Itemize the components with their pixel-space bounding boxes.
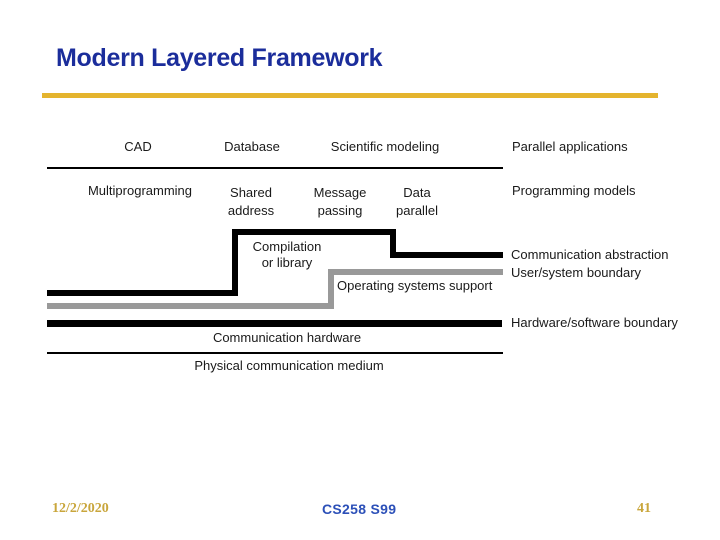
label-programming-models: Programming models xyxy=(512,183,636,198)
gray-boundary-left-segment xyxy=(47,303,334,309)
label-scientific-modeling: Scientific modeling xyxy=(330,139,440,154)
footer-date: 12/2/2020 xyxy=(52,501,109,516)
black-boundary-right-segment xyxy=(390,252,503,258)
label-database: Database xyxy=(224,139,280,154)
label-physical-communication-medium: Physical communication medium xyxy=(194,358,384,373)
label-user-system-boundary: User/system boundary xyxy=(511,265,642,280)
gray-boundary-riser xyxy=(328,269,334,309)
footer-course-code: CS258 S99 xyxy=(322,501,397,517)
label-operating-systems-support: Operating systems support xyxy=(337,278,493,293)
label-multiprogramming: Multiprogramming xyxy=(87,183,193,198)
applications-models-divider-line xyxy=(47,167,503,169)
title-underline-rule xyxy=(42,93,658,98)
label-hardware-software-boundary: Hardware/software boundary xyxy=(511,315,678,330)
hardware-software-boundary-bar xyxy=(47,320,502,327)
black-boundary-left-segment xyxy=(47,290,238,296)
label-message-passing: Message passing xyxy=(313,185,367,218)
footer-page-number: 41 xyxy=(637,501,651,516)
label-cad: CAD xyxy=(124,139,152,154)
slide-title: Modern Layered Framework xyxy=(56,44,383,72)
hardware-medium-divider-line xyxy=(47,352,503,354)
black-boundary-left-riser xyxy=(232,229,238,296)
label-data-parallel: Data parallel xyxy=(396,185,438,218)
label-shared-address: Shared address xyxy=(227,185,275,218)
label-parallel-applications: Parallel applications xyxy=(512,139,628,154)
label-compilation-or-library: Compilation or library xyxy=(252,239,322,270)
gray-boundary-right-segment xyxy=(328,269,503,275)
black-boundary-box-top xyxy=(232,229,396,235)
label-communication-hardware: Communication hardware xyxy=(212,330,362,345)
black-boundary-right-drop xyxy=(390,229,396,258)
label-communication-abstraction: Communication abstraction xyxy=(511,247,669,262)
